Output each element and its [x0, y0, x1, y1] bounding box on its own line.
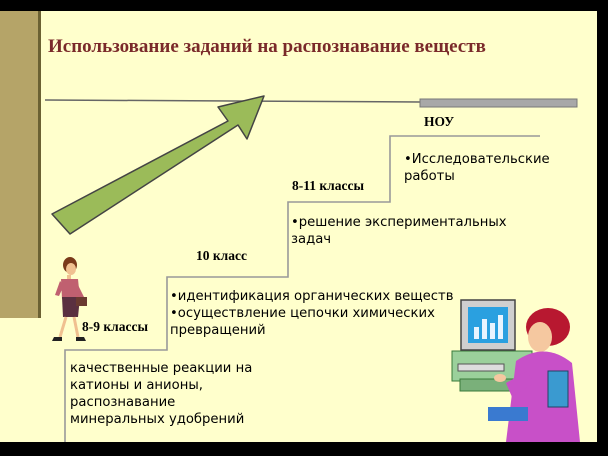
- research-line-2: работы: [404, 169, 455, 184]
- organic-line-3: превращений: [170, 323, 266, 338]
- organic-line-1: •идентификация органических веществ: [170, 289, 454, 304]
- step-text-research: •Исследовательские работы: [404, 151, 550, 185]
- level-label-8-9: 8-9 классы: [82, 319, 148, 334]
- qualitative-line-1: качественные реакции на: [70, 361, 253, 376]
- level-label-10: 10 класс: [196, 248, 247, 263]
- top-divider-line: [44, 99, 421, 103]
- growth-arrow: [51, 95, 265, 235]
- slide-title: Использование заданий на распознавание в…: [48, 36, 486, 57]
- staircase-line: [64, 135, 540, 442]
- walking-woman-figure: [52, 257, 87, 341]
- experimental-line-2: задач: [291, 232, 332, 247]
- slide: Использование заданий на распознавание в…: [0, 11, 597, 442]
- top-gray-bar: [419, 98, 578, 108]
- qualitative-line-3: распознавание: [70, 395, 176, 410]
- level-label-nou: НОУ: [424, 114, 455, 129]
- step-text-qualitative: качественные реакции на катионы и анионы…: [70, 360, 252, 428]
- step-text-experimental: •решение экспериментальных задач: [291, 214, 507, 248]
- level-label-8-11: 8-11 классы: [292, 178, 365, 193]
- qualitative-line-2: катионы и анионы,: [70, 378, 203, 393]
- diagram-graphics: [44, 95, 580, 442]
- qualitative-line-4: минеральных удобрений: [70, 412, 245, 427]
- organic-line-2: •осуществление цепочки химических: [170, 306, 435, 321]
- experimental-line-1: •решение экспериментальных: [291, 215, 507, 230]
- research-line-1: •Исследовательские: [404, 152, 550, 167]
- woman-at-computer-figure: [451, 299, 580, 442]
- step-text-organic: •идентификация органических веществ •осу…: [170, 288, 453, 339]
- left-decorative-bar: [0, 11, 41, 318]
